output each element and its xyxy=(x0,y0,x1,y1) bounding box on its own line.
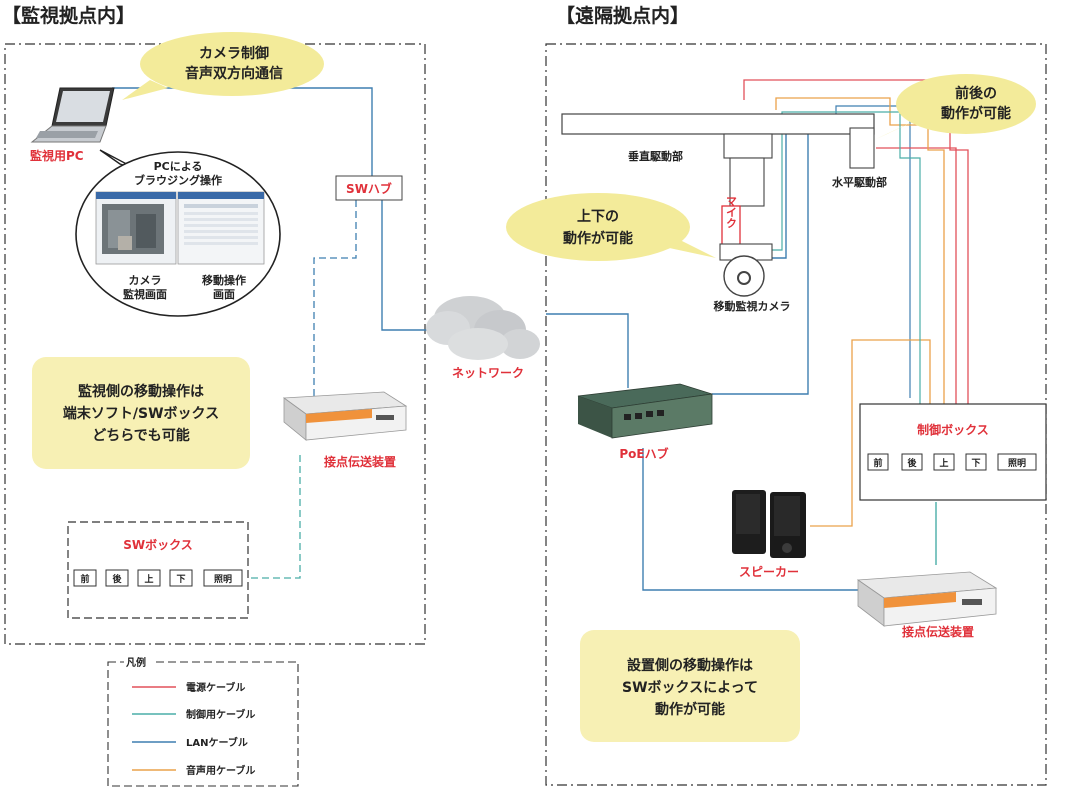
bubble-camera-line-1: カメラ制御 xyxy=(199,45,269,62)
speaker-label: スピーカー xyxy=(739,565,799,579)
sw-box-button-front[interactable] xyxy=(73,569,97,587)
monitoring-pc-icon xyxy=(30,87,115,143)
control-box-title: 制御ボックス xyxy=(917,422,989,437)
mic-label: マイク xyxy=(725,196,738,229)
control-box-button-down-label: 下 xyxy=(971,458,980,469)
monitor-note-line-3: どちらでも可能 xyxy=(92,427,190,444)
remote-note-line-2: SWボックスによって xyxy=(622,680,758,696)
sw-box-button-back-label: 後 xyxy=(112,573,122,585)
vertical-drive-unit xyxy=(723,133,773,159)
control-box-button-front-label: 前 xyxy=(873,457,882,469)
camera-monitor-screen xyxy=(95,191,177,265)
control-cable-swbox xyxy=(248,455,301,579)
lan-cable-poe-camera-b xyxy=(772,180,787,259)
horizontal-drive-unit xyxy=(849,127,875,169)
screen-camera-line-2: 監視画面 xyxy=(123,287,167,301)
remote-note xyxy=(580,630,800,742)
remote-note-line-3: 動作が可能 xyxy=(655,701,725,718)
audio-cable-speaker xyxy=(810,339,931,527)
legend-title-bg xyxy=(124,654,152,668)
control-box-button-up[interactable] xyxy=(933,453,955,471)
control-box-button-front[interactable] xyxy=(867,453,889,471)
control-box-button-back-label: 後 xyxy=(907,457,917,469)
bubble-fb-line-1: 前後の xyxy=(955,85,997,102)
sw-box-button-down[interactable] xyxy=(169,569,193,587)
monitor-note-line-2: 端末ソフト/SWボックス xyxy=(63,405,219,422)
screen-move-line-2: 画面 xyxy=(213,288,235,301)
bubble-ud-line-2: 動作が可能 xyxy=(563,230,633,247)
control-box-button-down[interactable] xyxy=(965,453,987,471)
ceiling-rail xyxy=(561,113,875,135)
sw-hub xyxy=(335,175,403,201)
control-box-button-back[interactable] xyxy=(901,453,923,471)
bubble-camera-line-2: 音声双方向通信 xyxy=(185,65,283,82)
sw-box-button-front-label: 前 xyxy=(80,573,89,585)
bubble-ud-line-1: 上下の xyxy=(577,209,619,225)
vertical-drive-label: 垂直駆動部 xyxy=(628,149,683,163)
remote-site-title: 【遠隔拠点内】 xyxy=(556,4,689,27)
speaker-icon xyxy=(732,490,806,558)
monitor-note-line-1: 監視側の移動操作は xyxy=(78,383,204,400)
legend-item-lan: LANケーブル xyxy=(186,736,248,749)
vertical-drive-shaft xyxy=(729,157,765,207)
remote-site-frame xyxy=(545,43,1047,786)
sw-box-button-up[interactable] xyxy=(137,569,161,587)
audio-cable-mic xyxy=(775,97,945,405)
sw-box-buttons: 前 後 上 下 照明 xyxy=(73,569,243,587)
remote-note-line-1: 設置側の移動操作は xyxy=(627,657,753,674)
power-cable-2 xyxy=(876,147,957,405)
lan-cable-poe-contact xyxy=(642,448,868,591)
bubble-fb-line-2: 動作が可能 xyxy=(941,105,1011,122)
contact-transmitter-monitor xyxy=(282,391,408,441)
sw-hub-label: SWハブ xyxy=(346,181,392,196)
contact-transmitter-remote xyxy=(856,571,998,627)
legend-item-control: 制御用ケーブル xyxy=(186,708,255,721)
contact-device-remote-label: 接点伝送装置 xyxy=(902,624,974,639)
callout-line-2: ブラウジング操作 xyxy=(134,173,222,187)
control-box-button-light-label: 照明 xyxy=(1008,458,1026,469)
control-box-button-light[interactable] xyxy=(997,453,1037,471)
sw-box-button-light-label: 照明 xyxy=(214,574,232,585)
front-back-bubble xyxy=(874,74,1036,140)
poe-hub-icon xyxy=(577,383,713,439)
lan-cable-network-poe xyxy=(546,313,629,388)
sw-box-button-back[interactable] xyxy=(105,569,129,587)
lan-cable-contact-monitor xyxy=(313,200,357,400)
sw-box-button-down-label: 下 xyxy=(176,574,185,585)
network-label: ネットワーク xyxy=(452,366,524,380)
network-cloud-icon xyxy=(426,296,540,360)
camera-control-bubble xyxy=(122,32,324,100)
legend-title: 凡例 xyxy=(126,656,146,669)
camera-dome-icon xyxy=(723,255,765,297)
horizontal-drive-label: 水平駆動部 xyxy=(832,175,887,189)
screen-move-line-1: 移動操作 xyxy=(202,273,246,287)
monitor-site-title: 【監視拠点内】 xyxy=(2,4,135,27)
legend-box xyxy=(107,661,299,787)
control-box-buttons: 前 後 上 下 照明 xyxy=(867,453,1037,471)
monitor-note xyxy=(32,357,250,469)
sw-box-title: SWボックス xyxy=(123,537,193,552)
legend-item-audio: 音声用ケーブル xyxy=(186,764,255,777)
up-down-bubble xyxy=(506,193,716,261)
poe-hub-label: PoEハブ xyxy=(619,446,668,461)
move-control-screen xyxy=(177,191,265,265)
sw-box-button-up-label: 上 xyxy=(144,573,153,585)
camera-label: 移動監視カメラ xyxy=(714,299,791,313)
control-cable-camera xyxy=(770,111,921,405)
legend-item-power: 電源ケーブル xyxy=(186,681,245,694)
screen-camera-line-1: カメラ xyxy=(129,274,162,287)
pc-label: 監視用PC xyxy=(30,148,84,163)
callout-line-1: PCによる xyxy=(154,160,203,173)
sw-box-button-light[interactable] xyxy=(203,569,243,587)
lan-cable-swhub-network xyxy=(381,200,438,331)
control-box-button-up-label: 上 xyxy=(939,457,948,469)
contact-device-monitor-label: 接点伝送装置 xyxy=(324,454,396,469)
control-box xyxy=(859,403,1047,501)
